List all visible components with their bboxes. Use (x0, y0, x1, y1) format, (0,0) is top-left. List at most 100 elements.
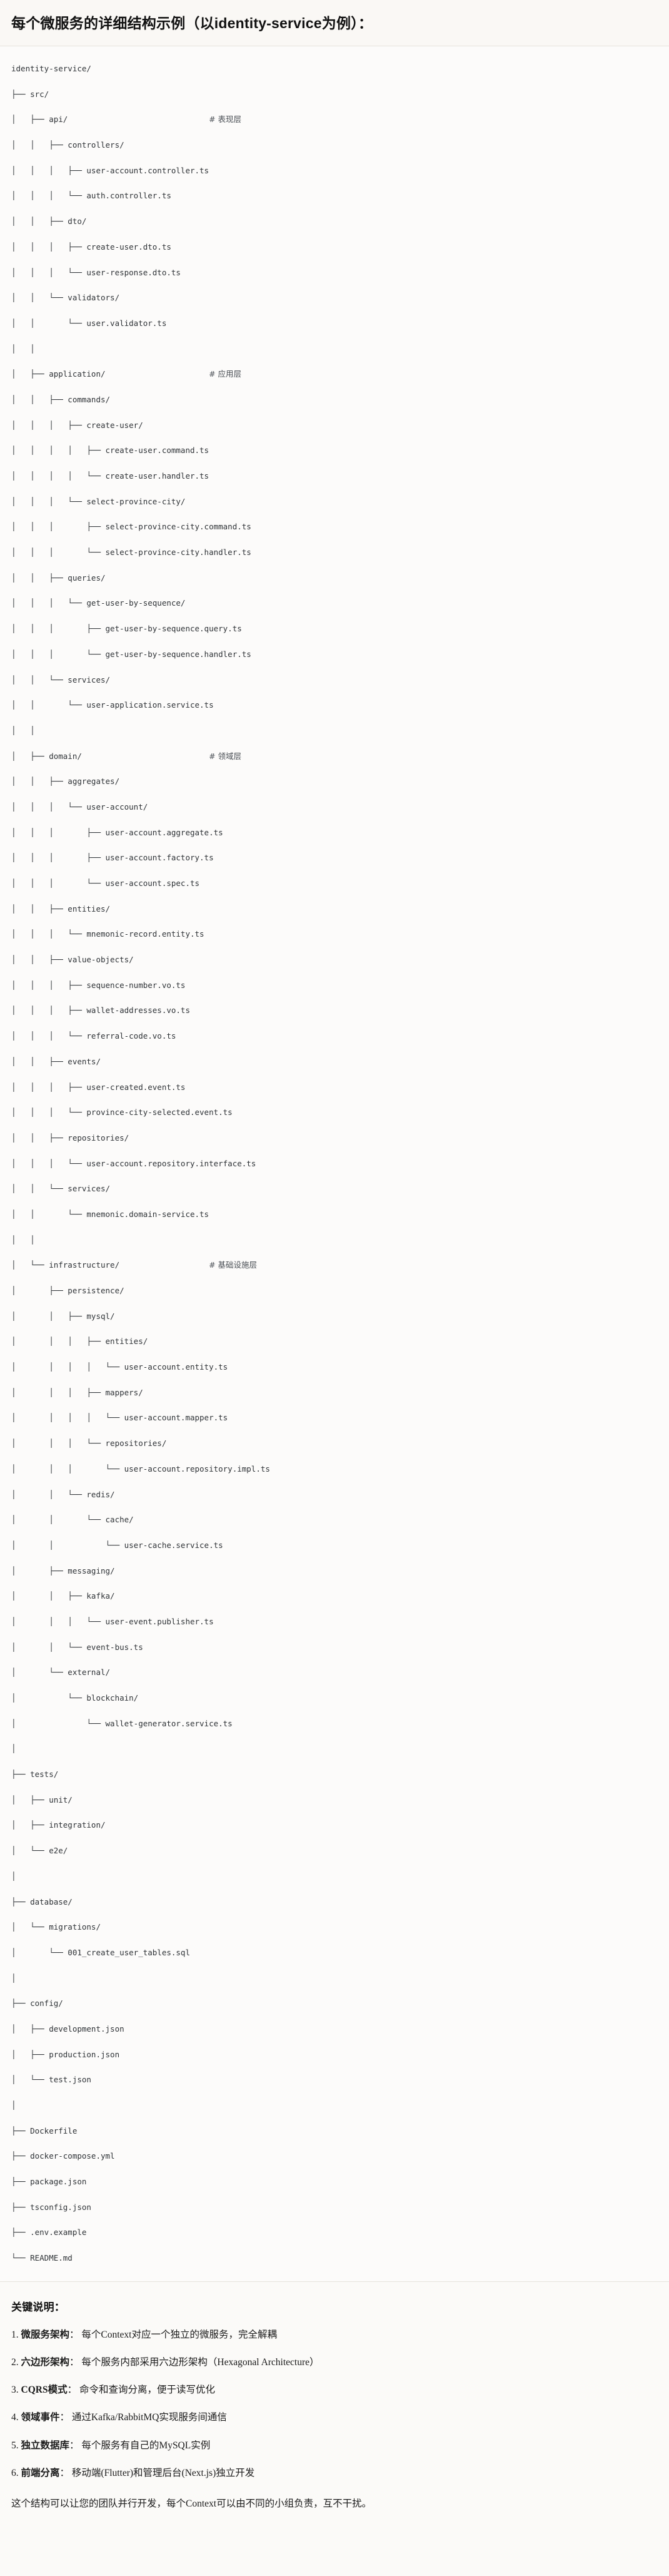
tree-line: │ ├── integration/ (11, 1820, 106, 1830)
key-note-term: 微服务架构 (21, 2329, 70, 2340)
key-notes-section: 关键说明： 微服务架构： 每个Context对应一个独立的微服务，完全解耦六边形… (0, 2281, 669, 2533)
tree-line: │ │ │ │ ├── create-user.command.ts (11, 445, 209, 456)
tree-line: │ │ ├── dto/ (11, 216, 87, 227)
tree-layer-comment: # 表现层 (209, 115, 242, 125)
tree-line: │ │ │ └── get-user-by-sequence.handler.t… (11, 649, 251, 659)
tree-line: │ │ └── services/ (11, 675, 111, 685)
tree-line: │ │ ├── aggregates/ (11, 776, 120, 787)
tree-line: │ │ │ │ └── create-user.handler.ts (11, 471, 209, 481)
tree-line: │ │ │ └── user-response.dto.ts (11, 267, 181, 277)
tree-line: │ │ └── user.validator.ts (11, 318, 167, 328)
tree-line: │ (11, 1871, 16, 1881)
tree-line: │ │ │ ├── entities/ (11, 1336, 148, 1347)
key-note-item: CQRS模式： 命令和查询分离，便于读写优化 (11, 2383, 658, 2397)
tree-line: │ │ (11, 725, 35, 735)
key-note-term: 独立数据库 (21, 2440, 70, 2451)
tree-line: │ (11, 1973, 16, 1983)
tree-line: ├── tests/ (11, 1769, 59, 1779)
tree-line: │ │ │ └── user-account.repository.impl.t… (11, 1464, 270, 1474)
tree-line: │ │ └── user-cache.service.ts (11, 1540, 223, 1550)
tree-line: │ │ ├── events/ (11, 1056, 101, 1066)
tree-line: │ └── wallet-generator.service.ts (11, 1718, 233, 1728)
key-note-separator: ： (69, 2356, 79, 2368)
key-note-description: 通过Kafka/RabbitMQ实现服务间通信 (69, 2412, 227, 2423)
tree-line: ├── src/ (11, 89, 49, 99)
key-note-item: 微服务架构： 每个Context对应一个独立的微服务，完全解耦 (11, 2328, 658, 2342)
key-note-separator: ： (59, 2467, 70, 2478)
tree-line: ├── .env.example (11, 2227, 87, 2237)
key-note-item: 前端分离： 移动端(Flutter)和管理后台(Next.js)独立开发 (11, 2466, 658, 2480)
page-title: 每个微服务的详细结构示例（以identity-service为例）： (0, 0, 669, 47)
directory-tree: identity-service/ ├── src/ │ ├── api/ # … (0, 63, 669, 2264)
tree-line: │ └── infrastructure/ # 基础设施层 (11, 1259, 658, 1271)
tree-line: │ │ │ └── user-account.repository.interf… (11, 1158, 256, 1168)
key-note-separator: ： (67, 2385, 78, 2396)
key-note-description: 命令和查询分离，便于读写优化 (77, 2385, 215, 2396)
tree-line: ├── database/ (11, 1896, 73, 1907)
tree-line: │ ├── application/ # 应用层 (11, 368, 658, 380)
tree-line: │ │ ├── entities/ (11, 904, 111, 914)
tree-layer-comment: # 领域层 (209, 751, 242, 761)
key-note-term: 领域事件 (21, 2412, 60, 2423)
key-note-term: 前端分离 (21, 2467, 60, 2478)
tree-line: │ │ ├── kafka/ (11, 1591, 115, 1601)
tree-line: │ │ │ ├── get-user-by-sequence.query.ts (11, 624, 242, 634)
key-note-term: 六边形架构 (21, 2356, 70, 2368)
tree-line: │ │ │ ├── wallet-addresses.vo.ts (11, 1005, 190, 1016)
tree-node-label: │ └── infrastructure/ (11, 1260, 209, 1270)
tree-line: │ │ ├── value-objects/ (11, 955, 134, 965)
tree-line: │ │ │ └── user-account.spec.ts (11, 878, 200, 888)
key-note-description: 移动端(Flutter)和管理后台(Next.js)独立开发 (69, 2467, 255, 2478)
key-note-term: CQRS模式 (21, 2385, 68, 2396)
tree-line: │ │ ├── commands/ (11, 394, 111, 404)
directory-tree-block: identity-service/ ├── src/ │ ├── api/ # … (0, 46, 669, 2282)
tree-line: │ │ │ ├── mappers/ (11, 1387, 143, 1397)
tree-line: │ └── e2e/ (11, 1846, 68, 1856)
tree-line: │ ├── domain/ # 领域层 (11, 750, 658, 763)
tree-line: │ │ │ └── mnemonic-record.entity.ts (11, 929, 204, 939)
tree-line: │ └── blockchain/ (11, 1693, 139, 1703)
tree-line: │ └── external/ (11, 1667, 111, 1677)
key-note-description: 每个服务有自己的MySQL实例 (79, 2440, 211, 2451)
key-note-description: 每个Context对应一个独立的微服务，完全解耦 (79, 2329, 277, 2340)
tree-line: │ ├── persistence/ (11, 1286, 124, 1296)
tree-line: └── README.md (11, 2253, 73, 2263)
tree-line: │ │ │ ├── user-account.aggregate.ts (11, 827, 223, 837)
tree-line: │ │ │ └── select-province-city.handler.t… (11, 547, 251, 557)
tree-layer-comment: # 基础设施层 (209, 1260, 258, 1270)
tree-line: │ │ ├── mysql/ (11, 1311, 115, 1321)
closing-paragraph: 这个结构可以让您的团队并行开发，每个Context可以由不同的小组负责，互不干扰… (11, 2498, 372, 2510)
tree-line: │ │ └── validators/ (11, 293, 120, 303)
tree-line: │ │ │ │ └── user-account.entity.ts (11, 1362, 228, 1372)
tree-line: │ │ │ ├── user-account.factory.ts (11, 853, 214, 863)
tree-line: │ │ ├── queries/ (11, 573, 106, 583)
key-notes-title: 关键说明： (11, 2301, 65, 2313)
key-note-item: 六边形架构： 每个服务内部采用六边形架构（Hexagonal Architect… (11, 2355, 658, 2370)
tree-line: │ │ └── event-bus.ts (11, 1642, 143, 1652)
tree-line: │ ├── development.json (11, 2024, 124, 2034)
tree-line: ├── tsconfig.json (11, 2202, 91, 2212)
tree-line: │ ├── unit/ (11, 1795, 73, 1805)
key-note-item: 领域事件： 通过Kafka/RabbitMQ实现服务间通信 (11, 2410, 658, 2425)
tree-line: │ │ └── services/ (11, 1184, 111, 1194)
tree-line: │ │ │ └── province-city-selected.event.t… (11, 1107, 233, 1117)
tree-line: │ │ (11, 344, 35, 354)
tree-line: │ │ │ └── repositories/ (11, 1438, 167, 1448)
tree-line: │ │ │ ├── user-created.event.ts (11, 1082, 186, 1092)
tree-line: │ │ ├── repositories/ (11, 1133, 129, 1143)
tree-line: │ ├── production.json (11, 2049, 120, 2059)
tree-line: │ │ (11, 1235, 35, 1245)
tree-line: │ └── 001_create_user_tables.sql (11, 1947, 190, 1957)
tree-line: │ │ │ └── referral-code.vo.ts (11, 1031, 176, 1041)
tree-line: │ │ └── user-application.service.ts (11, 700, 214, 710)
tree-line: │ └── migrations/ (11, 1922, 101, 1932)
tree-line: │ │ │ ├── create-user.dto.ts (11, 242, 171, 252)
tree-layer-comment: # 应用层 (209, 369, 242, 379)
tree-line: │ │ │ └── get-user-by-sequence/ (11, 598, 186, 608)
tree-line: │ ├── api/ # 表现层 (11, 113, 658, 126)
tree-node-label: │ ├── api/ (11, 115, 209, 125)
tree-node-label: │ ├── application/ (11, 369, 209, 379)
tree-line: ├── config/ (11, 1998, 63, 2008)
tree-line: │ (11, 1744, 16, 1754)
tree-line: │ │ │ └── auth.controller.ts (11, 191, 171, 201)
